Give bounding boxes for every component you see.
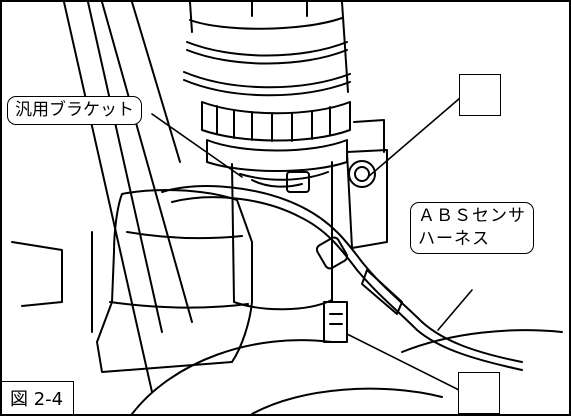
wheel-sensor [323,301,460,391]
hose-clamp [251,171,310,193]
figure-caption: 図 2-4 [2,381,75,414]
bracket-label: 汎用ブラケット [7,96,142,125]
shock-collar [201,101,351,172]
blank-callout-box [458,372,500,414]
frame-tube [63,2,193,393]
abs-label-line2: ハーネス [418,228,490,249]
lower-structure [131,329,563,414]
damper-body [231,161,333,311]
abs-harness [161,185,523,371]
bracket-plate [346,97,461,249]
bracket-label-text: 汎用ブラケット [15,100,134,120]
bracket-leader-line [151,113,243,178]
abs-harness-label: ＡＢＳセンサ ハーネス [410,202,534,254]
blank-callout-box [459,74,501,116]
brake-caliper [11,189,253,373]
coil-spring [183,2,351,97]
abs-label-line1: ＡＢＳセンサ [418,206,526,226]
